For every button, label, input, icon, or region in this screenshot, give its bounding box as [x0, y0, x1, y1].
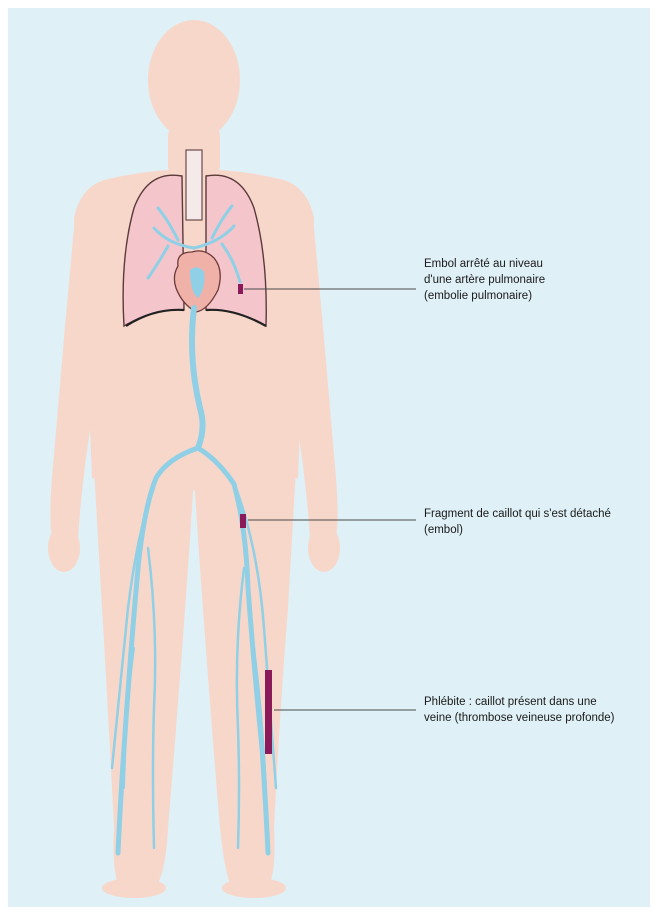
dvt-clot: [265, 670, 272, 754]
embolus-label-line3: (embolie pulmonaire): [424, 288, 545, 304]
phlebitis-label-line1: Phlébite : caillot présent dans une: [424, 694, 615, 710]
embolus-label-line2: d'une artère pulmonaire: [424, 272, 545, 288]
embolus-label: Embol arrêté au niveau d'une artère pulm…: [424, 256, 545, 304]
fragment-label: Fragment de caillot qui s'est détaché (e…: [424, 506, 611, 538]
phlebitis-label: Phlébite : caillot présent dans une vein…: [424, 694, 615, 726]
phlebitis-label-line2: veine (thrombose veineuse profonde): [424, 710, 615, 726]
embolus-label-line1: Embol arrêté au niveau: [424, 256, 545, 272]
fragment-label-line1: Fragment de caillot qui s'est détaché: [424, 506, 611, 522]
fragment-label-line2: (embol): [424, 522, 611, 538]
embolus-fragment-clot: [240, 514, 246, 528]
anatomy-illustration: [8, 8, 650, 907]
trachea: [186, 150, 202, 220]
embolus-pulmonary-clot: [238, 284, 243, 294]
diagram-canvas: Embol arrêté au niveau d'une artère pulm…: [8, 8, 650, 907]
